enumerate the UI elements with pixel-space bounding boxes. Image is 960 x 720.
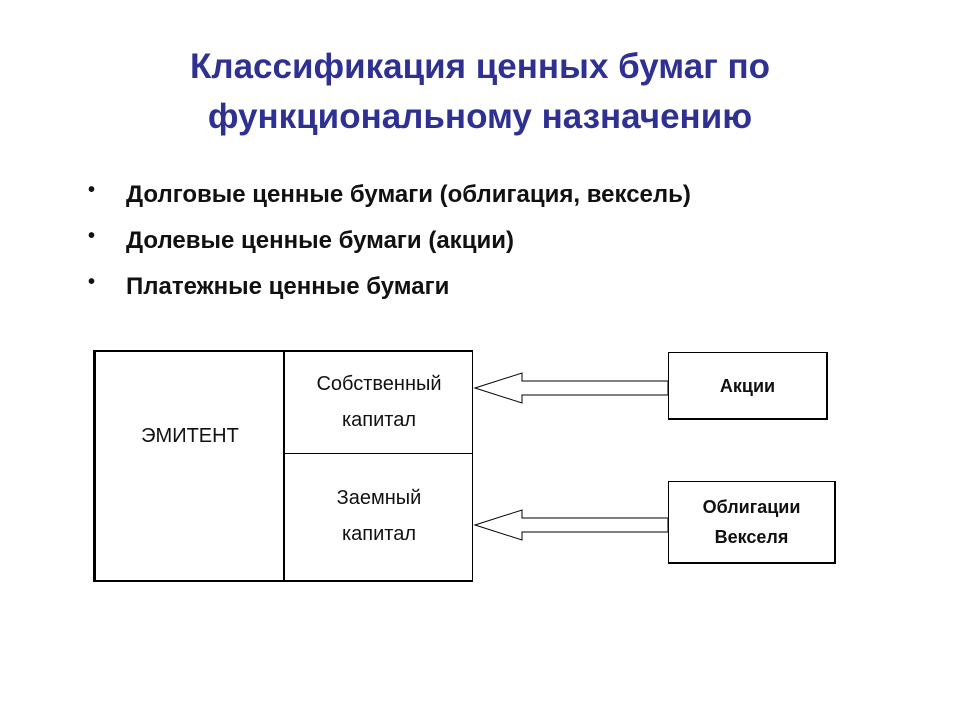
debt-capital-line-1: Заемный (336, 487, 422, 509)
bullet-item-payment: • Платежные ценные бумаги (88, 264, 691, 310)
debt-capital-line-2: капитал (341, 523, 417, 545)
bullet-icon: • (88, 225, 96, 247)
bullet-item-debt: • Долговые ценные бумаги (облигация, век… (88, 172, 691, 218)
bonds-label-line-1: Облигации (702, 497, 801, 517)
emitter-label: ЭМИТЕНТ (141, 425, 239, 447)
title-line-2: функциональному назначению (207, 97, 753, 136)
capital-divider-vertical (283, 350, 285, 582)
arrow-shares-to-equity-icon (473, 372, 669, 404)
bullet-text: Долговые ценные бумаги (облигация, вексе… (126, 181, 691, 208)
bonds-box: Облигации Векселя (668, 481, 836, 564)
bullet-text: Долевые ценные бумаги (акции) (126, 227, 514, 254)
equity-capital-line-1: Собственный (316, 373, 442, 395)
bullet-list: • Долговые ценные бумаги (облигация, век… (88, 172, 691, 310)
equity-capital-cell: Собственный капитал (285, 366, 473, 438)
bullet-item-equity: • Долевые ценные бумаги (акции) (88, 218, 691, 264)
bullet-text: Платежные ценные бумаги (126, 273, 450, 300)
debt-capital-cell: Заемный капитал (285, 480, 473, 552)
equity-capital-line-2: капитал (341, 409, 417, 431)
bullet-icon: • (88, 179, 96, 201)
title-line-1: Классификация ценных бумаг по (189, 47, 771, 86)
bullet-icon: • (88, 271, 96, 293)
bonds-label-line-2: Векселя (714, 527, 789, 547)
slide-title: Классификация ценных бумаг по функционал… (60, 42, 900, 142)
arrow-bonds-to-debt-icon (473, 509, 669, 541)
capital-divider-horizontal (283, 453, 473, 454)
shares-label: Акции (719, 375, 776, 396)
shares-box: Акции (668, 352, 828, 420)
